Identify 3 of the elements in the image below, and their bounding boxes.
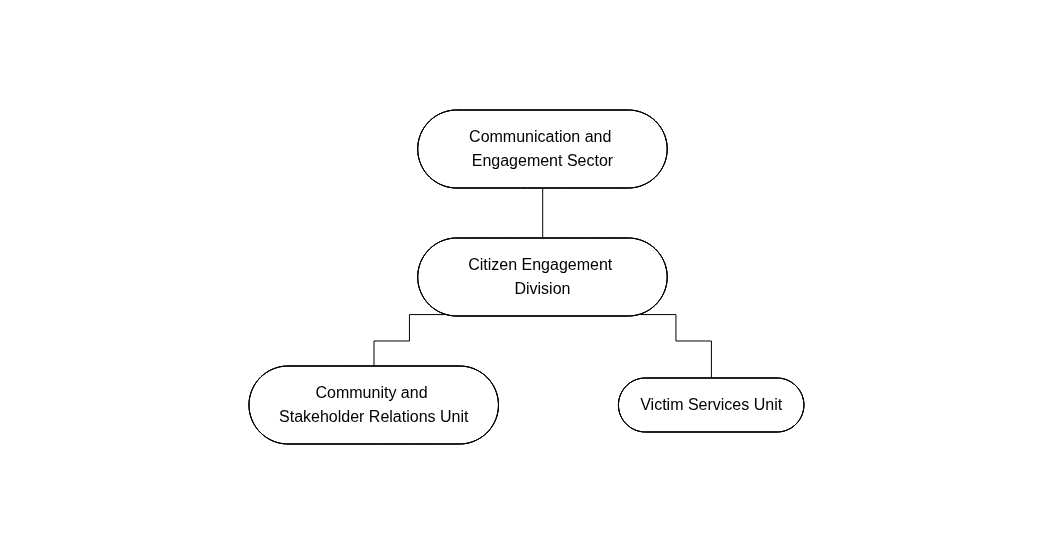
connector — [542, 188, 544, 239]
connector — [640, 314, 713, 379]
connector — [373, 314, 446, 367]
